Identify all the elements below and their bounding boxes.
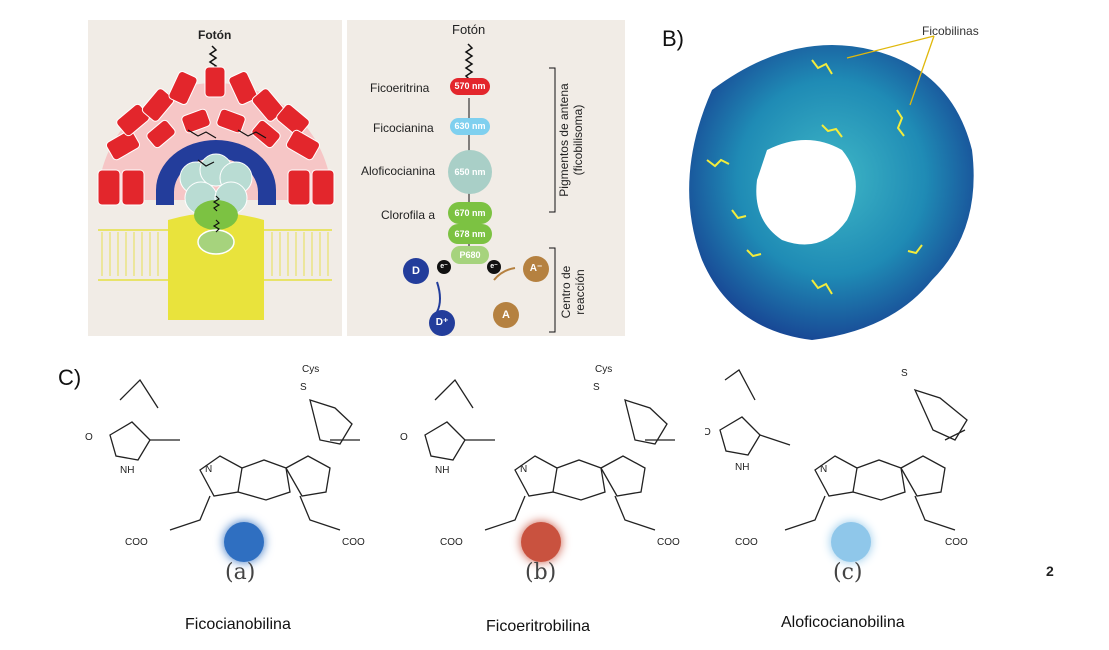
n-label: N: [520, 464, 527, 475]
wavelength-pill-4: 670 nm: [448, 202, 492, 224]
molecule-b-color-dot: [521, 522, 561, 562]
pigment-name-4: Clorofila a: [381, 208, 436, 222]
wavelength-pill-1: 570 nm: [450, 78, 490, 95]
cys-label: Cys: [595, 364, 612, 375]
wavelength-pill-2: 630 nm: [450, 118, 490, 135]
s-label: S: [300, 382, 307, 393]
nh-label: NH: [435, 465, 449, 476]
molecule-c-name: Aloficocianobilina: [781, 614, 905, 631]
pigment-name-2: Ficocianina: [373, 121, 434, 135]
wavelength-pill-3: 650 nm: [448, 150, 492, 194]
molecule-a-color-dot: [224, 522, 264, 562]
wavelength-pill-5: 678 nm: [448, 224, 492, 244]
coo-left-label: COO: [125, 537, 148, 548]
molecule-c-structure: O NH N S COO COO: [705, 368, 968, 548]
reaction-center-bracket-label: Centro de reacción: [559, 265, 587, 319]
reaction-center-pill: P680: [451, 246, 489, 264]
molecule-a-structure: O NH N Cys S COO COO: [85, 364, 365, 548]
panel-b-label: B): [662, 26, 684, 51]
molecule-c-letter: (c): [833, 560, 863, 585]
molecule-b-structure: O NH N Cys S COO COO: [400, 364, 680, 548]
molecule-a-letter: (a): [225, 560, 256, 585]
protein-surface-image: [689, 35, 974, 340]
donor-oxidized-circle: D⁺: [429, 310, 455, 336]
electron-left: e⁻: [437, 260, 451, 274]
photon-label-left: Fotón: [198, 28, 232, 42]
molecule-c-color-dot: [831, 522, 871, 562]
n-label: N: [820, 464, 827, 475]
phycobilisome-panel: Fotón: [88, 20, 342, 336]
energy-transfer-panel: Fotón Ficoeritrina 570 nm Ficocianina 63…: [347, 20, 625, 336]
coo-right-label: COO: [657, 537, 680, 548]
coo-left-label: COO: [440, 537, 463, 548]
page-number: 2: [1046, 563, 1054, 579]
molecule-b-letter: (b): [525, 560, 557, 585]
oxo-label: O: [400, 432, 408, 443]
panel-c-label: C): [58, 365, 82, 390]
molecule-a-name: Ficocianobilina: [185, 616, 291, 633]
coo-right-label: COO: [342, 537, 365, 548]
s-label: S: [593, 382, 600, 393]
electron-right: e⁻: [487, 260, 501, 274]
antenna-bracket-label: Pigmentos de antena (ficobilisoma): [557, 83, 585, 197]
nh-label: NH: [120, 465, 134, 476]
pigment-name-1: Ficoeritrina: [370, 81, 430, 95]
oxo-label: O: [705, 427, 711, 438]
ficobilinas-annotation: Ficobilinas: [922, 24, 979, 38]
pigment-name-3: Aloficocianina: [361, 164, 436, 178]
oxo-label: O: [85, 432, 93, 443]
molecule-b-name: Ficoeritrobilina: [486, 618, 591, 635]
phycobilisome-diagram: [97, 45, 335, 320]
coo-right-label: COO: [945, 537, 968, 548]
coo-left-label: COO: [735, 537, 758, 548]
s-label: S: [901, 368, 908, 379]
acceptor-circle: A: [493, 302, 519, 328]
n-label: N: [205, 464, 212, 475]
nh-label: NH: [735, 462, 749, 473]
acceptor-reduced-circle: A⁻: [523, 256, 549, 282]
cys-label: Cys: [302, 364, 319, 375]
photon-label-right: Fotón: [452, 22, 486, 37]
donor-circle: D: [403, 258, 429, 284]
